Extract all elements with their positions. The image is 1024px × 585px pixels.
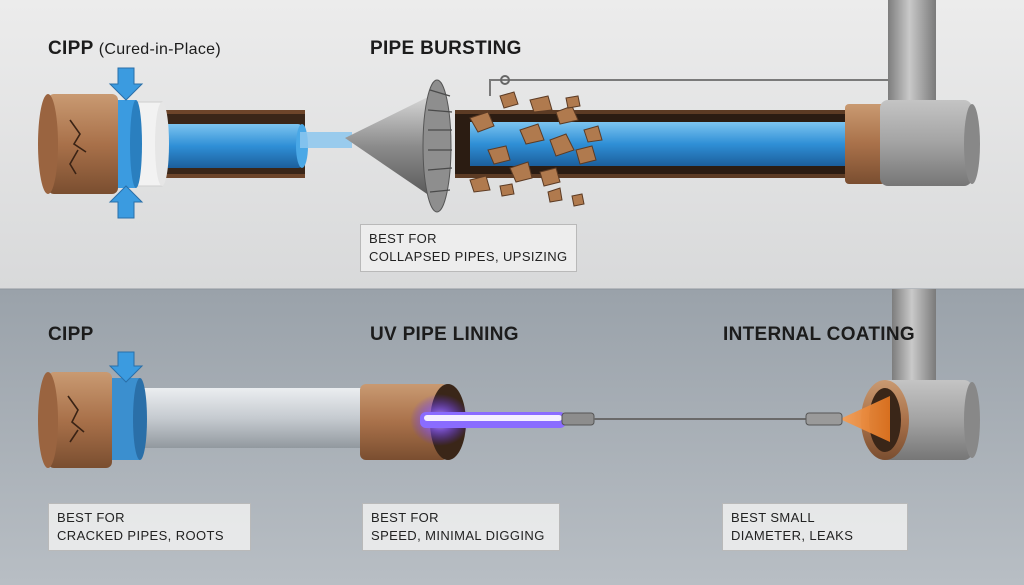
cipp-top-title: CIPP (Cured-in-Place) [48, 38, 221, 60]
internal-coating-best-for: BEST SMALL DIAMETER, LEAKS [722, 503, 908, 551]
steel-riser-top [888, 0, 936, 110]
spray-nozzle [805, 412, 843, 426]
internal-coating-illustration [805, 289, 980, 460]
internal-coating-best-for-line1: BEST SMALL [731, 510, 815, 525]
pipe-bursting-best-for-line2: COLLAPSED PIPES, UPSIZING [369, 249, 568, 264]
uv-lining-best-for-line2: SPEED, MINIMAL DIGGING [371, 528, 545, 543]
cipp-bottom-title: CIPP [48, 324, 94, 345]
bursting-cone [345, 96, 430, 196]
pressure-arrow-bottom [108, 185, 144, 219]
cipp-top-title-text: CIPP [48, 38, 94, 59]
pipe-bursting-title: PIPE BURSTING [370, 38, 522, 59]
pressure-arrow [108, 351, 144, 383]
blue-liner [150, 124, 302, 168]
uv-lining-best-for: BEST FOR SPEED, MINIMAL DIGGING [362, 503, 560, 551]
pressure-arrow-top [108, 67, 144, 101]
pipe-bursting-best-for-line1: BEST FOR [369, 231, 437, 246]
cipp-best-for-line2: CRACKED PIPES, ROOTS [57, 528, 224, 543]
pipe-fragments [469, 91, 603, 207]
clay-pipe-end [48, 94, 118, 194]
steel-elbow-top [880, 100, 972, 186]
internal-coating-best-for-line2: DIAMETER, LEAKS [731, 528, 854, 543]
cipp-top-illustration [38, 67, 352, 219]
cipp-bottom-illustration [38, 351, 370, 468]
cipp-best-for-line1: BEST FOR [57, 510, 125, 525]
clay-pipe-end-bottom [48, 372, 112, 468]
cutter-head [422, 79, 452, 213]
clear-liner [120, 388, 370, 448]
pipe-bursting-best-for: BEST FOR COLLAPSED PIPES, UPSIZING [360, 224, 577, 272]
internal-coating-title: INTERNAL COATING [723, 324, 915, 345]
pipe-bursting-illustration [345, 0, 980, 213]
cipp-top-subtitle: (Cured-in-Place) [98, 41, 221, 58]
cipp-best-for: BEST FOR CRACKED PIPES, ROOTS [48, 503, 251, 551]
uv-lining-best-for-line1: BEST FOR [371, 510, 439, 525]
uv-lining-title: UV PIPE LINING [370, 324, 519, 345]
coating-spray [840, 396, 890, 442]
uv-lining-illustration [360, 384, 810, 460]
pulling-cable [489, 79, 905, 96]
